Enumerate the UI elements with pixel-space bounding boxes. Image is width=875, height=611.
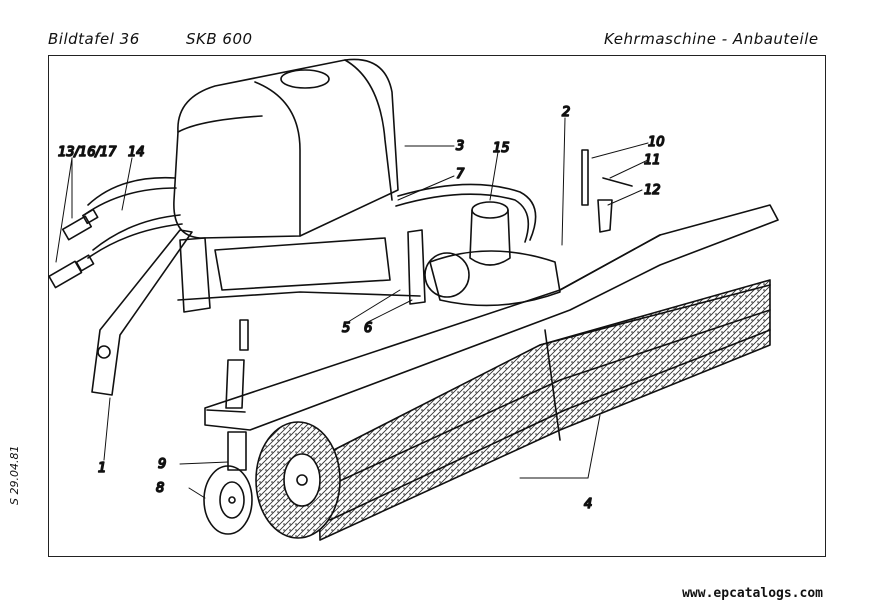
watermark-url: www.epcatalogs.com (682, 586, 823, 601)
model-number: SKB 600 (186, 30, 253, 48)
callout-11: 11 (644, 153, 661, 168)
hydraulic-hoses (83, 176, 537, 259)
drawing-frame (48, 55, 826, 557)
callout-7: 7 (456, 167, 465, 182)
hydraulic-motor (407, 201, 561, 307)
callout-8: 8 (156, 481, 164, 496)
drawing-title: Kehrmaschine - Anbauteile (604, 30, 819, 48)
callout-9: 9 (158, 457, 166, 472)
callout-15: 15 (493, 141, 510, 156)
callout-10: 10 (648, 135, 665, 150)
mounting-frame (91, 229, 421, 396)
side-brush (255, 421, 341, 539)
brush-cover (204, 204, 779, 431)
callout-1: 1 (98, 461, 106, 476)
callout-3: 3 (456, 139, 464, 154)
height-spindles (225, 149, 633, 409)
callout-14: 14 (128, 145, 145, 160)
water-tank (173, 58, 399, 239)
callout-6: 6 (364, 321, 372, 336)
brush-rollers (317, 279, 771, 541)
callout-4: 4 (584, 497, 592, 512)
guide-wheel (203, 431, 253, 535)
plate-number: Bildtafel 36 (48, 30, 140, 48)
callout-13-16-17: 13/16/17 (58, 145, 117, 160)
leader-lines (55, 117, 649, 499)
callout-12: 12 (644, 183, 661, 198)
callout-5: 5 (342, 321, 350, 336)
quick-couplers (48, 208, 99, 289)
callout-2: 2 (562, 105, 570, 120)
